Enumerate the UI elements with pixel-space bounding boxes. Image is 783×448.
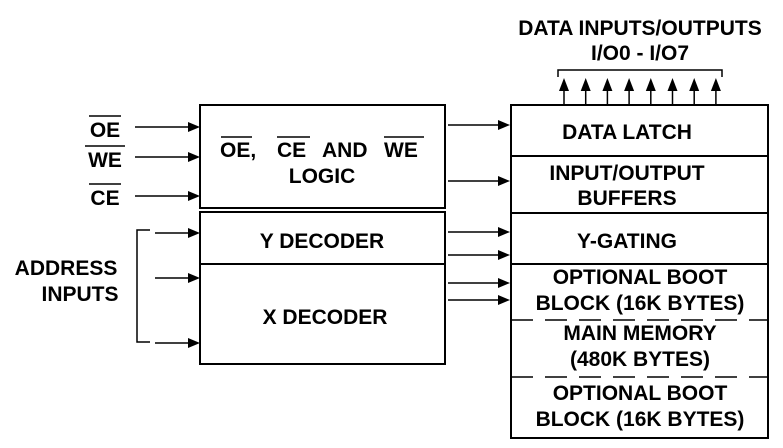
boot-bottom-label-line2: BLOCK (16K BYTES) xyxy=(536,408,745,431)
boot-bottom-label-line1: OPTIONAL BOOT xyxy=(553,382,728,405)
io-arrow-head xyxy=(624,78,635,91)
ce-label: CE xyxy=(90,187,119,210)
control-input-arrows xyxy=(135,122,200,201)
io-arrow-head xyxy=(602,78,613,91)
logic-and-text: AND xyxy=(322,139,368,162)
memory-column: DATA LATCH INPUT/OUTPUT BUFFERS Y-GATING… xyxy=(510,104,769,439)
data-latch-label: DATA LATCH xyxy=(562,121,692,144)
io-arrow-head xyxy=(667,78,678,91)
io-arrow-head xyxy=(645,78,656,91)
logic-label: LOGIC xyxy=(289,165,356,188)
logic-we-text: WE xyxy=(384,139,418,162)
we-label: WE xyxy=(88,149,122,172)
address-bracket xyxy=(136,228,200,348)
main-memory-label-line1: MAIN MEMORY xyxy=(563,322,716,345)
io-arrow-head xyxy=(710,78,721,91)
io-bus xyxy=(557,69,723,104)
main-memory-label-line2: (480K BYTES) xyxy=(570,348,710,371)
io-arrow-head xyxy=(689,78,700,91)
io-arrow-head xyxy=(580,78,591,91)
y-decoder-block: Y DECODER xyxy=(199,211,446,265)
logic-oe-text: OE, xyxy=(220,139,256,162)
boot-top-label-line2: BLOCK (16K BYTES) xyxy=(536,292,745,315)
y-gating-label: Y-GATING xyxy=(577,230,677,253)
we-signal: WE xyxy=(85,145,125,172)
io-header-title: DATA INPUTS/OUTPUTS xyxy=(518,17,761,40)
control-logic-block: OE, CE AND WE LOGIC xyxy=(199,104,446,209)
address-label-line2: INPUTS xyxy=(41,283,118,306)
ce-signal: CE xyxy=(89,183,121,210)
y-decoder-label: Y DECODER xyxy=(260,230,384,253)
x-decoder-block: X DECODER xyxy=(199,263,446,365)
io-buffers-label-line1: INPUT/OUTPUT xyxy=(549,162,704,185)
x-decoder-label: X DECODER xyxy=(263,306,388,329)
internal-arrows xyxy=(448,120,510,305)
oe-signal: OE xyxy=(89,115,121,142)
io-arrow-head xyxy=(559,78,569,91)
address-label-line1: ADDRESS xyxy=(15,257,118,280)
oe-label: OE xyxy=(90,119,120,142)
boot-top-label-line1: OPTIONAL BOOT xyxy=(553,266,728,289)
io-header-range: I/O0 - I/O7 xyxy=(591,42,689,65)
logic-ce-text: CE xyxy=(277,139,306,162)
io-buffers-label-line2: BUFFERS xyxy=(577,187,676,210)
